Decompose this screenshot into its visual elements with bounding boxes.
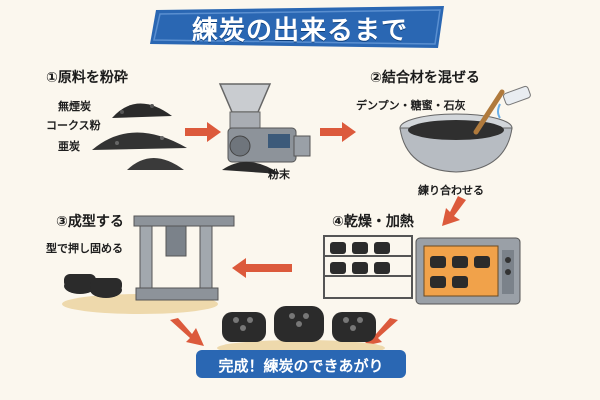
step1-label: ①原料を粉砕 [46, 70, 128, 86]
powder-label: 粉末 [268, 168, 290, 181]
crusher-machine-icon [218, 83, 311, 174]
arrow-icon [170, 318, 204, 346]
press-machine-icon [62, 215, 235, 314]
drying-rack-icon [323, 235, 413, 299]
step4-label: ④乾燥・加熱 [332, 214, 414, 230]
raw-coal-piles [92, 103, 187, 170]
final-banner [196, 350, 406, 378]
material-coke-powder: コークス粉 [46, 119, 101, 132]
binder-list: デンプン・糖蜜・石灰 [356, 99, 466, 112]
material-lignite: 亜炭 [58, 140, 80, 153]
oven-icon [415, 237, 521, 305]
material-anthracite: 無煙炭 [58, 100, 91, 113]
title-banner [150, 6, 444, 48]
coal-briquette-icon [217, 306, 385, 356]
mix-action-label: 練り合わせる [418, 184, 484, 197]
final-label: 完成！練炭のできあがり [218, 357, 384, 375]
step3-label: ③成型する [56, 214, 124, 230]
press-action-label: 型で押し固める [46, 242, 123, 255]
arrow-icon [320, 122, 356, 142]
step2-label: ②結合材を混ぜる [370, 70, 480, 86]
arrow-icon [232, 258, 292, 278]
page-title: 練炭の出来るまで [191, 16, 408, 46]
mixing-bowl-icon [399, 85, 531, 173]
arrow-icon [442, 196, 466, 226]
arrow-icon [185, 122, 221, 142]
